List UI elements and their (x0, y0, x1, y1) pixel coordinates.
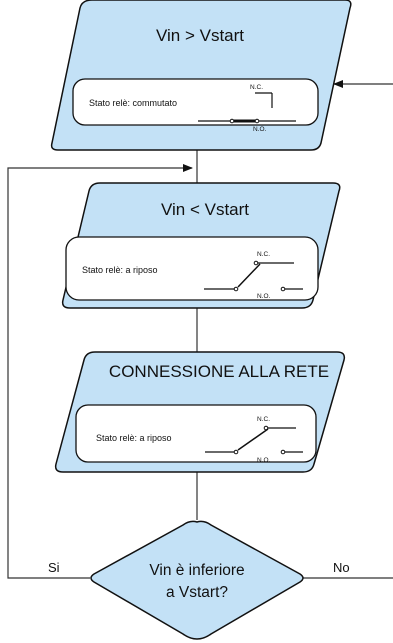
relay-status-label: Stato relè: a riposo (96, 433, 172, 443)
nc-contact-label: N.C. (250, 84, 263, 91)
state-block-title: Vin > Vstart (156, 26, 244, 45)
no-contact-label: N.O. (253, 126, 267, 133)
relay-switch-icon: N.C. N.O. (198, 84, 296, 133)
state-block-3: CONNESSIONE ALLA RETE Stato relè: a ripo… (54, 351, 346, 473)
no-contact-label: N.O. (257, 293, 271, 300)
decision-node: Vin è inferiore a Vstart? Si No (48, 520, 350, 640)
no-contact-label: N.O. (257, 457, 271, 464)
nc-contact-label: N.C. (257, 416, 270, 423)
state-block-1: Vin > Vstart Stato relè: commutato N.C. … (50, 0, 352, 151)
state-block-title: CONNESSIONE ALLA RETE (109, 362, 329, 381)
relay-status-label: Stato relè: a riposo (82, 265, 158, 275)
nc-contact-label: N.C. (257, 251, 270, 258)
decision-question-line2: a Vstart? (166, 584, 228, 601)
state-block-shape (50, 0, 352, 151)
state-block-2: Vin < Vstart Stato relè: a riposo N.C. N… (61, 182, 341, 309)
decision-diamond (90, 520, 304, 640)
relay-status-panel (75, 404, 317, 463)
no-branch-label: No (333, 560, 350, 575)
yes-loop-line (7, 164, 193, 579)
state-block-title: Vin < Vstart (161, 200, 249, 219)
decision-question-line1: Vin è inferiore (149, 562, 244, 579)
relay-switch-icon: N.C. N.O. (205, 416, 303, 464)
connectors (7, 80, 393, 579)
relay-switch-icon: N.C. N.O. (204, 251, 303, 300)
yes-branch-label: Si (48, 560, 60, 575)
relay-status-panel (65, 236, 319, 301)
relay-status-label: Stato relè: commutato (89, 98, 177, 108)
relay-status-panel (72, 78, 319, 126)
